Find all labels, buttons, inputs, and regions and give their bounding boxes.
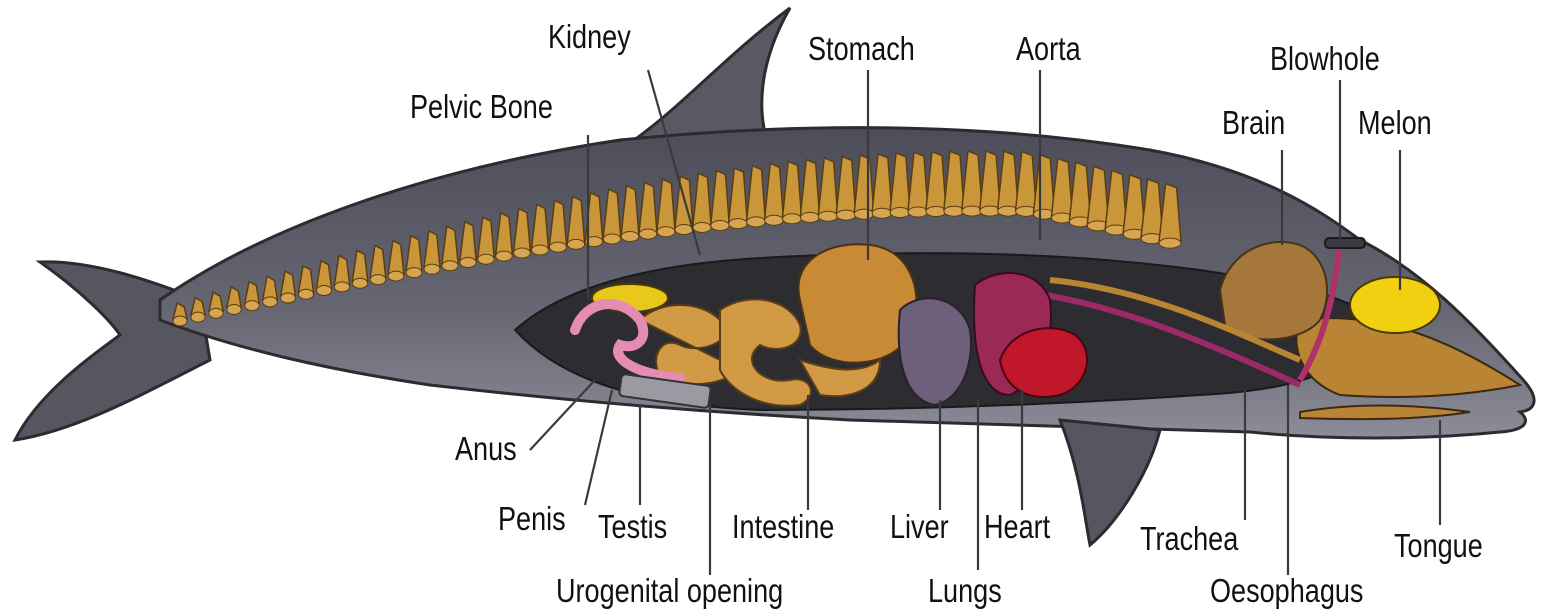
vertebra-body [944, 206, 964, 216]
vertebra-body [926, 207, 946, 217]
vertebra-body [729, 219, 747, 229]
vertebra-body [908, 207, 928, 217]
vertebra-body [406, 268, 422, 278]
vertebra-body [532, 245, 549, 255]
vertebra-body [227, 304, 241, 314]
vertebra-body [603, 234, 620, 244]
label-penis: Penis [498, 500, 566, 538]
vertebra-body [514, 248, 531, 258]
label-anus: Anus [455, 430, 517, 468]
melon-organ [1350, 277, 1440, 333]
vertebra-body [872, 208, 892, 218]
vertebra-body [281, 293, 296, 303]
vertebra-body [693, 222, 711, 232]
label-melon: Melon [1358, 104, 1432, 142]
label-kidney: Kidney [548, 18, 631, 56]
label-testis: Testis [598, 508, 667, 546]
vertebra-body [639, 229, 657, 239]
vertebra-body [836, 210, 855, 220]
vertebra-body [298, 289, 313, 299]
vertebra-body [263, 297, 278, 307]
vertebra-body [352, 278, 367, 288]
label-lungs: Lungs [928, 572, 1002, 610]
vertebra-body [370, 275, 386, 285]
vertebra-body [424, 264, 440, 274]
blowhole-opening [1325, 238, 1365, 248]
vertebra-body [711, 220, 729, 230]
vertebra-body [549, 242, 566, 252]
vertebra-body [334, 282, 349, 292]
label-heart: Heart [984, 508, 1050, 546]
label-tongue: Tongue [1394, 527, 1483, 565]
vertebra-body [621, 231, 639, 241]
vertebra-body [765, 215, 784, 225]
label-blowhole: Blowhole [1270, 40, 1380, 78]
vertebra-body [890, 208, 910, 218]
label-brain: Brain [1222, 104, 1285, 142]
vertebra-body [567, 239, 584, 249]
vertebra-body [783, 214, 802, 224]
vertebra-body [675, 225, 693, 235]
label-aorta: Aorta [1016, 30, 1081, 68]
vertebra-body [747, 217, 766, 227]
vertebra-body [818, 211, 837, 221]
vertebra-body [478, 254, 494, 264]
label-liver: Liver [890, 508, 949, 546]
vertebra-body [962, 206, 982, 216]
vertebra-body [245, 301, 260, 311]
vertebra-body [460, 257, 476, 267]
vertebra-body [496, 251, 513, 261]
label-urogenital-opening: Urogenital opening [556, 572, 783, 610]
vertebra-body [173, 316, 187, 326]
vertebra-body [388, 271, 404, 281]
vertebra-body [442, 261, 458, 271]
vertebra-body [316, 286, 331, 296]
vertebra-body [209, 308, 223, 318]
vertebra-body [1159, 238, 1181, 248]
vertebra-body [191, 312, 205, 322]
label-stomach: Stomach [808, 30, 915, 68]
label-oesophagus: Oesophagus [1210, 572, 1363, 610]
vertebra-body [800, 212, 819, 222]
label-trachea: Trachea [1140, 520, 1238, 558]
label-intestine: Intestine [732, 508, 834, 546]
label-pelvic-bone: Pelvic Bone [410, 88, 553, 126]
vertebra-body [854, 209, 873, 219]
vertebra-body [657, 227, 675, 237]
